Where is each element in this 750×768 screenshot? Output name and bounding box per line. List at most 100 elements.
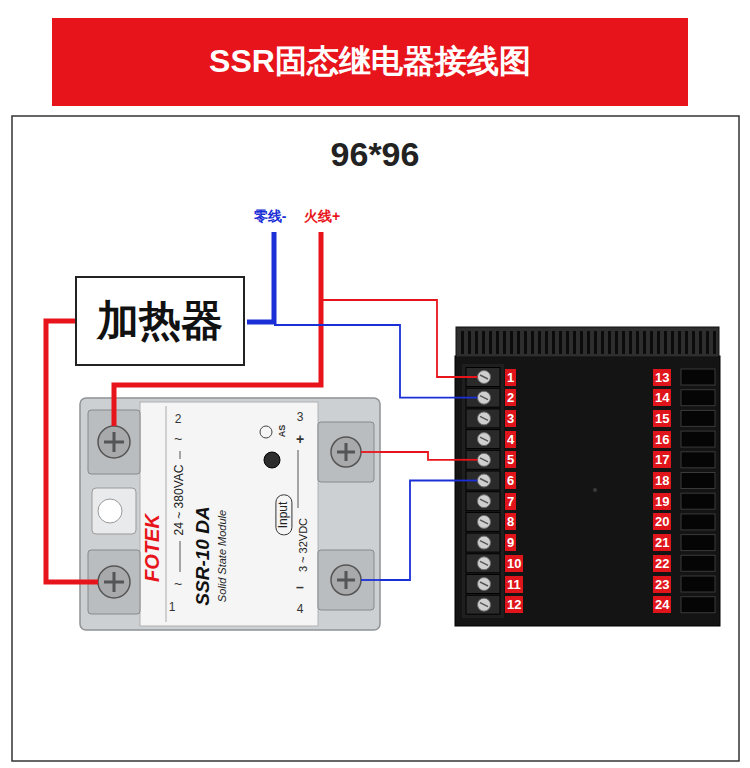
terminal-slot bbox=[681, 576, 715, 592]
terminal-slot bbox=[681, 390, 715, 406]
terminal-slot bbox=[681, 535, 715, 551]
terminal-screw bbox=[478, 391, 491, 404]
screw-slot bbox=[480, 479, 488, 483]
terminal-cell bbox=[466, 512, 500, 531]
terminals-right bbox=[681, 369, 715, 613]
dot bbox=[593, 488, 597, 492]
terminal-cell bbox=[466, 533, 500, 552]
terminal-number: 11 bbox=[505, 576, 523, 593]
terminal-slot bbox=[681, 410, 715, 426]
wire bbox=[380, 481, 455, 581]
screw-slot bbox=[480, 561, 488, 565]
terminal bbox=[466, 409, 500, 428]
terminal-slot bbox=[681, 493, 715, 509]
terminal-number: 10 bbox=[505, 555, 523, 572]
terminal-number: 3 bbox=[505, 410, 516, 427]
terminal-screw bbox=[478, 536, 491, 549]
screw-slot bbox=[337, 571, 355, 589]
brand-logo: FOTEK bbox=[141, 514, 163, 582]
screw-slot bbox=[104, 572, 124, 592]
terminal-number: 21 bbox=[653, 534, 671, 551]
ac-symbol: ~ bbox=[174, 577, 182, 592]
vent-slot bbox=[566, 331, 569, 354]
terminal-screw bbox=[478, 371, 491, 384]
vent-slot bbox=[699, 331, 702, 354]
terminal-cell bbox=[466, 595, 500, 614]
terminal-number: 20 bbox=[653, 513, 671, 530]
terminal-number: 16 bbox=[653, 431, 671, 448]
heater-box: 加热器 bbox=[75, 276, 245, 366]
node-label: 加热器 bbox=[97, 298, 223, 344]
terminal-number: 22 bbox=[653, 555, 671, 572]
terminal-cell bbox=[466, 430, 500, 449]
vent-slot bbox=[489, 331, 492, 354]
terminal-slot bbox=[681, 369, 715, 385]
terminal-number: 9 bbox=[505, 534, 516, 551]
vent-slot bbox=[517, 331, 520, 354]
terminal bbox=[466, 554, 500, 573]
vent-slot bbox=[678, 331, 681, 354]
terminal-number: 1 bbox=[169, 601, 176, 614]
terminal-cell bbox=[466, 554, 500, 573]
controller-top bbox=[456, 327, 719, 357]
led bbox=[264, 452, 280, 468]
terminal-strip bbox=[462, 364, 504, 618]
screw-slot bbox=[480, 520, 488, 524]
vent-slot bbox=[622, 331, 625, 354]
terminal-number: 24 bbox=[653, 596, 671, 613]
controller-body bbox=[455, 356, 720, 626]
terminal-number: 5 bbox=[505, 451, 516, 468]
vent-slot bbox=[552, 331, 555, 354]
terminal-screw bbox=[478, 495, 491, 508]
vent-slot bbox=[461, 331, 464, 354]
terminal-slot bbox=[681, 473, 715, 489]
vent-slot bbox=[643, 331, 646, 354]
screw bbox=[331, 437, 361, 467]
wire bbox=[380, 452, 455, 460]
wire-name: 零线- bbox=[254, 209, 287, 224]
terminal-number: 4 bbox=[505, 431, 516, 448]
controller-96 bbox=[455, 327, 720, 626]
model-name: SSR-10 DA bbox=[193, 506, 214, 605]
ssr-module bbox=[80, 398, 380, 630]
terminal-screw bbox=[478, 598, 491, 611]
panel-line bbox=[166, 406, 167, 622]
screw-slot bbox=[480, 458, 488, 462]
vent-slot bbox=[713, 331, 716, 354]
vent-slot bbox=[524, 331, 527, 354]
vent-slot bbox=[496, 331, 499, 354]
vent-slot bbox=[594, 331, 597, 354]
screw-slot bbox=[104, 432, 124, 452]
terminal-number: 19 bbox=[653, 493, 671, 510]
title: SSR固态继电器接线图 bbox=[52, 18, 688, 106]
screw-slot bbox=[480, 437, 488, 441]
wire-stub bbox=[361, 451, 380, 453]
screw-slot bbox=[480, 416, 488, 420]
rating-text: 3 ~ 32VDC bbox=[297, 518, 309, 572]
neutral-signal-wire bbox=[274, 325, 478, 398]
terminal bbox=[466, 492, 500, 511]
vent-slot bbox=[573, 331, 576, 354]
bracket-line bbox=[298, 450, 299, 508]
polarity-sign: – bbox=[296, 580, 304, 595]
title-banner bbox=[52, 18, 688, 106]
terminal-screw bbox=[478, 578, 491, 591]
terminal-slot bbox=[681, 514, 715, 530]
terminal-number: 18 bbox=[653, 472, 671, 489]
mounting-hole bbox=[98, 499, 122, 523]
screw bbox=[98, 426, 130, 458]
screw-slot bbox=[480, 375, 488, 379]
vent-slot bbox=[482, 331, 485, 354]
terminal-number: 8 bbox=[505, 513, 516, 530]
screw-slot bbox=[480, 396, 488, 400]
terminal-number: 3 bbox=[297, 411, 304, 424]
terminal-cell bbox=[466, 575, 500, 594]
vents bbox=[461, 331, 716, 354]
vent-slot bbox=[657, 331, 660, 354]
terminal-number: 14 bbox=[653, 389, 671, 406]
wire-stub bbox=[361, 579, 380, 581]
wire-stub bbox=[455, 459, 478, 461]
vent-slot bbox=[587, 331, 590, 354]
